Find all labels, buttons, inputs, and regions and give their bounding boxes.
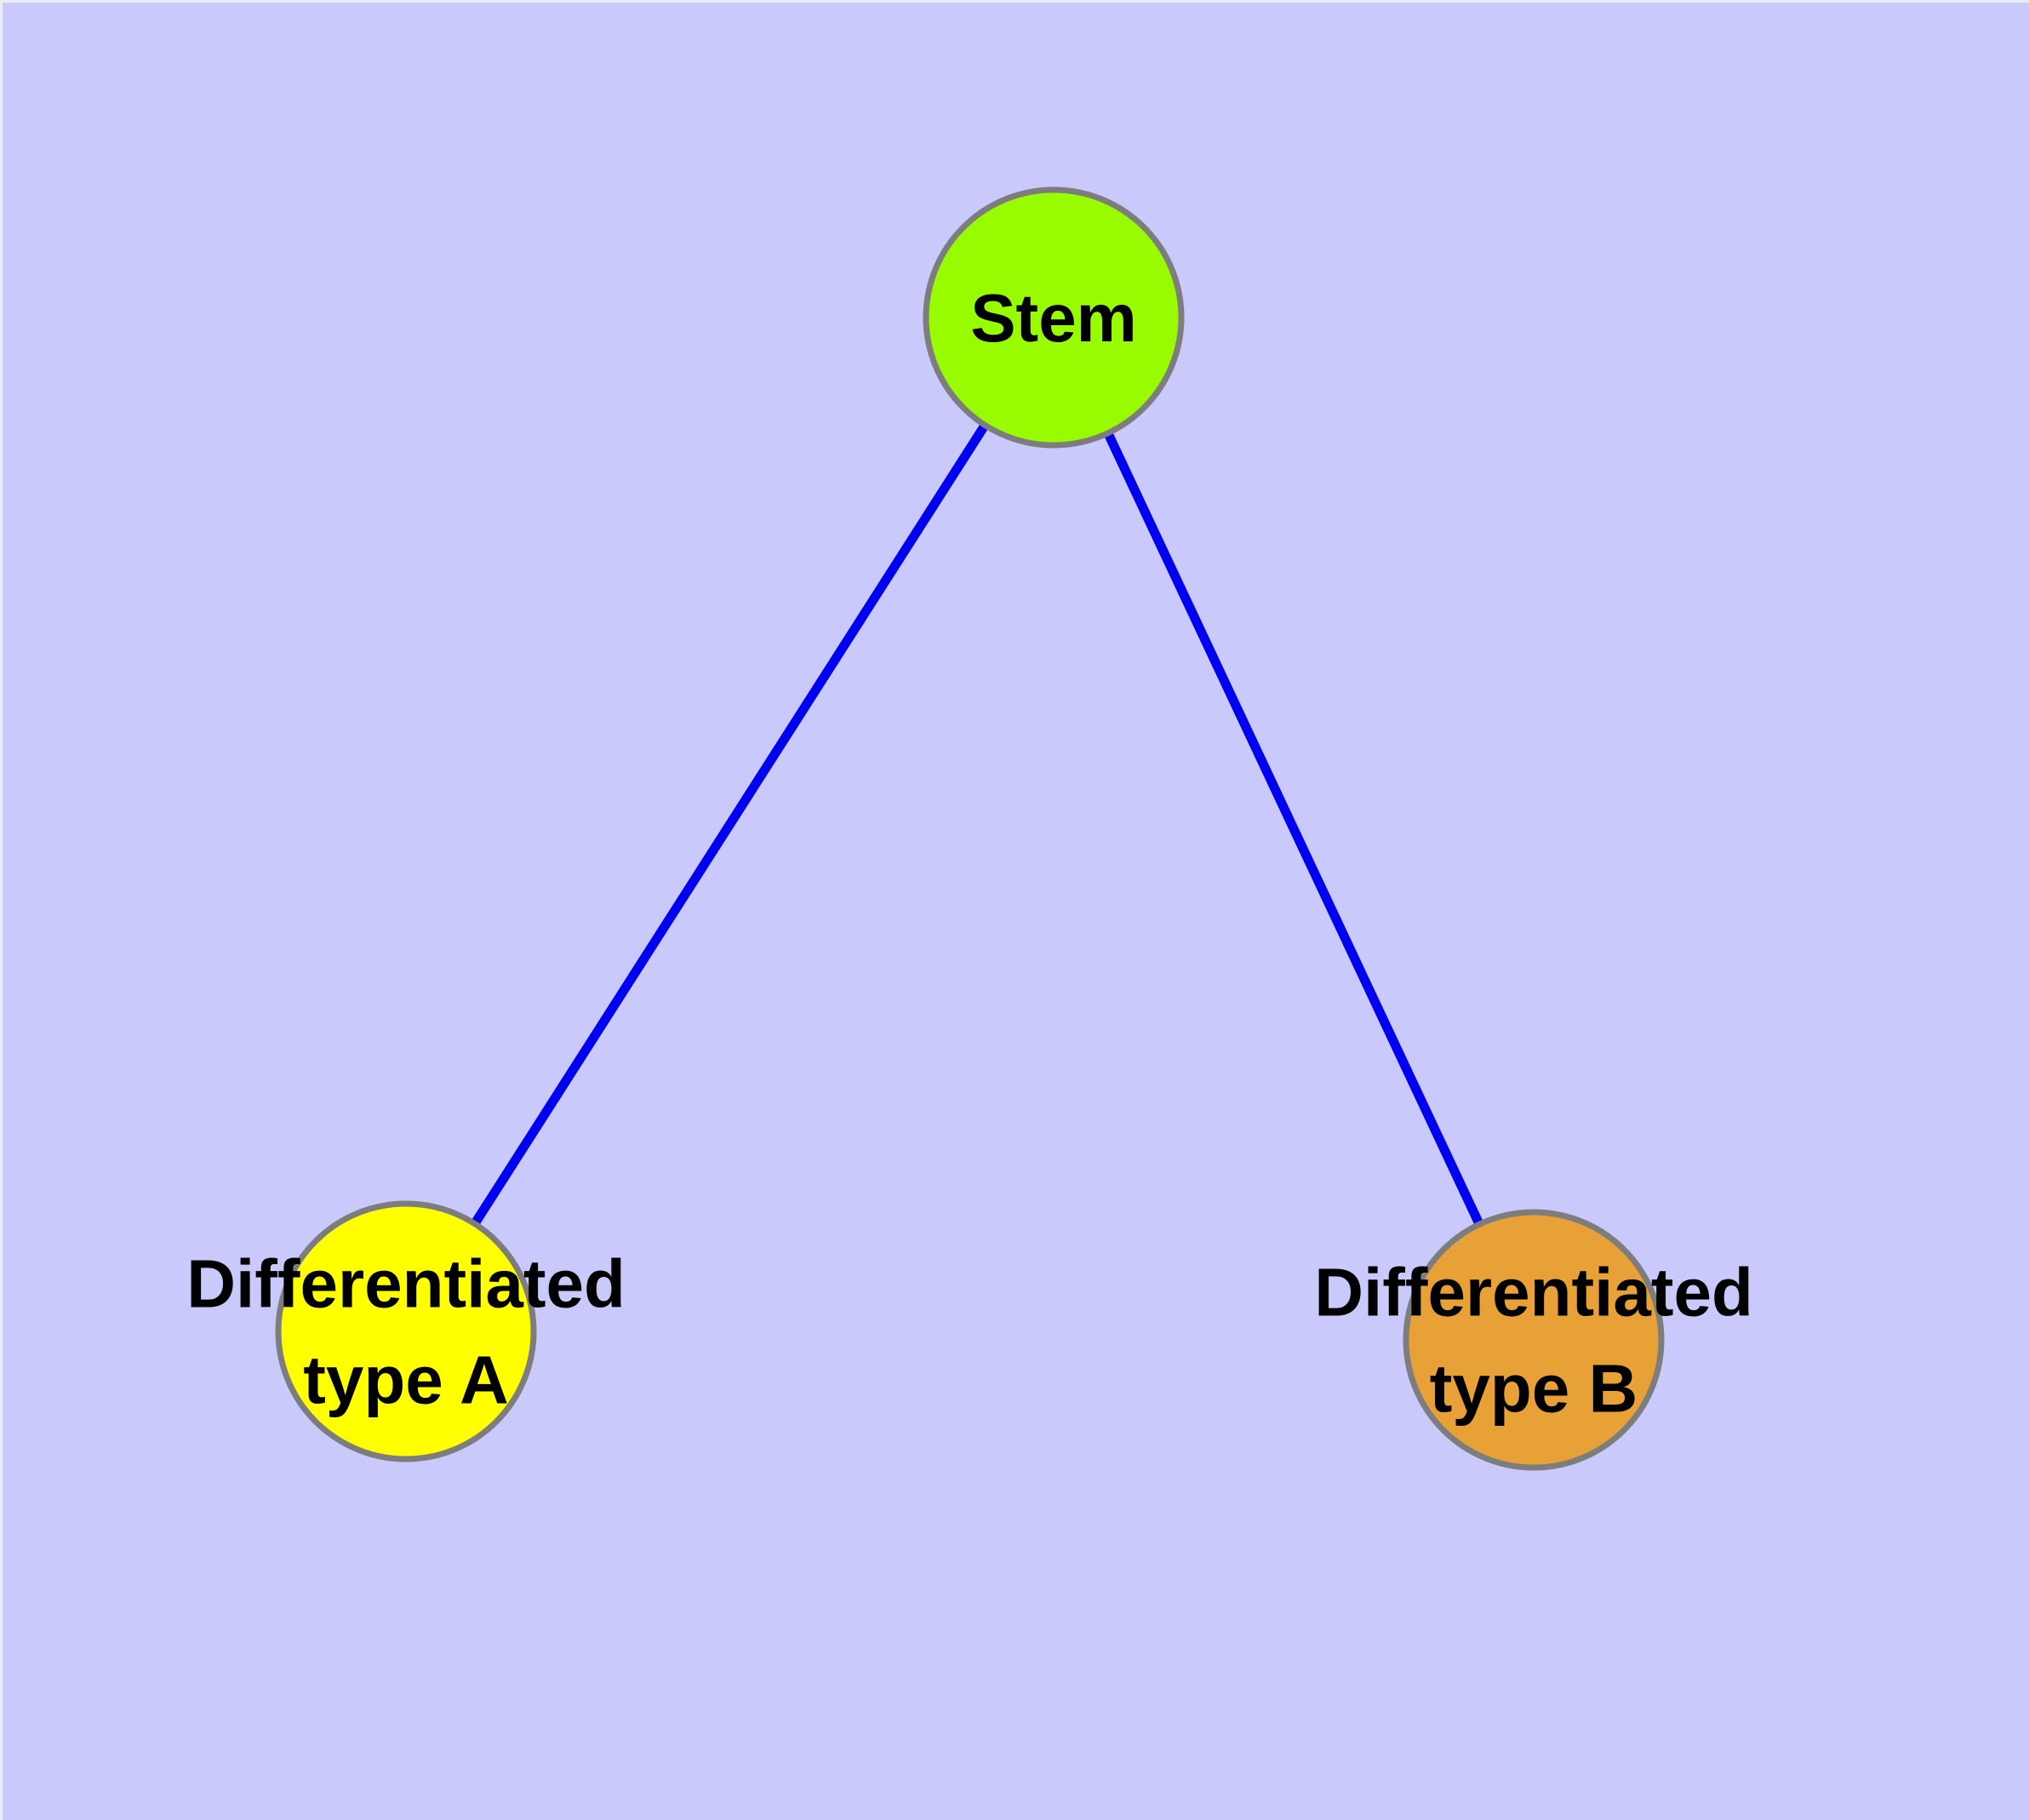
node-stem: Stem <box>923 186 1185 449</box>
node-type-a: Differentiated type A <box>186 1200 626 1462</box>
canvas-left-edge-highlight <box>0 0 3 1820</box>
node-type-a-label: Differentiated type A <box>186 1246 626 1418</box>
node-type-b-label: Differentiated type B <box>1314 1255 1753 1427</box>
edges-layer <box>402 315 1538 1342</box>
node-type-a-label-line-1: type A <box>303 1342 509 1418</box>
edge-stem-to-type-a <box>402 315 1058 1334</box>
node-type-b: Differentiated type B <box>1314 1209 1753 1471</box>
node-type-a-circle <box>275 1200 537 1462</box>
canvas-top-edge-highlight <box>0 0 2029 3</box>
node-stem-circle <box>923 186 1185 449</box>
node-type-b-circle <box>1403 1209 1665 1471</box>
edge-stem-to-type-b <box>1049 315 1538 1342</box>
node-type-b-label-line-1: type B <box>1430 1351 1638 1427</box>
node-type-a-label-line-0: Differentiated <box>186 1246 626 1322</box>
node-stem-label-line-0: Stem <box>970 280 1137 356</box>
node-stem-label: Stem <box>970 280 1137 356</box>
node-type-b-label-line-0: Differentiated <box>1314 1255 1753 1331</box>
